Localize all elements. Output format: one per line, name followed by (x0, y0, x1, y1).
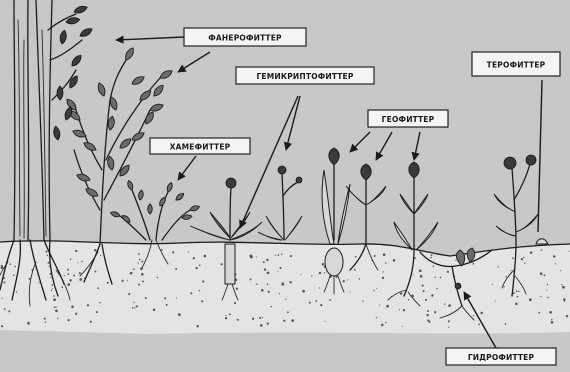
label-therophytes-text: ТЕРОФИТТЕР (487, 61, 546, 70)
label-geophytes-text: ГЕОФИТТЕР (382, 115, 435, 124)
arrow-hemicryptophyte-2 (286, 96, 300, 150)
label-therophytes: ТЕРОФИТТЕР (472, 52, 560, 76)
arrow-geophyte-2 (376, 132, 392, 160)
label-hydrophytes: ГИДРОФИТТЕР (446, 348, 556, 365)
arrow-geophyte-3 (414, 132, 420, 160)
label-hydrophytes-text: ГИДРОФИТТЕР (468, 353, 535, 362)
label-phanerophytes: ФАНЕРОФИТТЕР (184, 28, 306, 46)
arrow-therophyte (538, 80, 542, 232)
arrow-phanerophyte-tree (116, 37, 184, 40)
arrow-hemicryptophyte-1 (240, 96, 298, 228)
arrow-chamaephyte (178, 156, 196, 180)
hemicryptophyte-plant-2 (258, 166, 302, 240)
label-phanerophytes-text: ФАНЕРОФИТТЕР (208, 34, 282, 43)
arrow-phanerophyte-shrub (178, 52, 210, 72)
label-hemicryptophytes-text: ГЕМИКРИПТОФИТТЕР (256, 72, 353, 81)
label-chamaephytes-text: ХАМЕФИТТЕР (170, 143, 231, 152)
label-chamaephytes: ХАМЕФИТТЕР (150, 138, 250, 154)
label-geophytes: ГЕОФИТТЕР (368, 110, 448, 127)
label-hemicryptophytes: ГЕМИКРИПТОФИТТЕР (236, 67, 374, 84)
arrow-geophyte-1 (350, 132, 370, 152)
